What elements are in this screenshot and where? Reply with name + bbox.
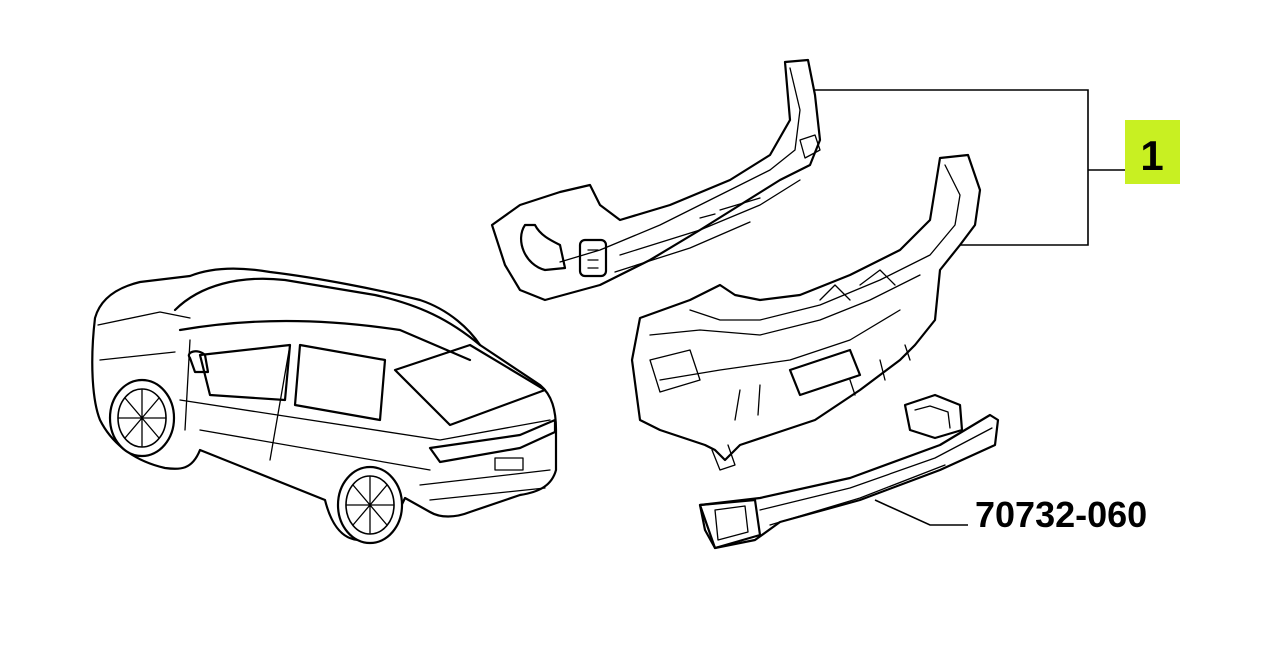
part-number-label[interactable]: 70732-060 <box>975 494 1147 535</box>
callout-leader-part-number <box>874 499 968 526</box>
group-number-highlight <box>1125 120 1180 184</box>
upper-rear-panel <box>490 58 822 302</box>
callout-bracket-1 <box>815 89 1125 246</box>
bumper-reinforcement-beam <box>698 393 1000 550</box>
group-number-label[interactable]: 1 <box>1125 120 1180 184</box>
vehicle-illustration <box>91 267 558 545</box>
lower-rear-panel <box>630 153 982 471</box>
group-number-text: 1 <box>1140 132 1163 179</box>
rear-wheel <box>336 465 404 545</box>
front-wheel <box>108 378 176 458</box>
